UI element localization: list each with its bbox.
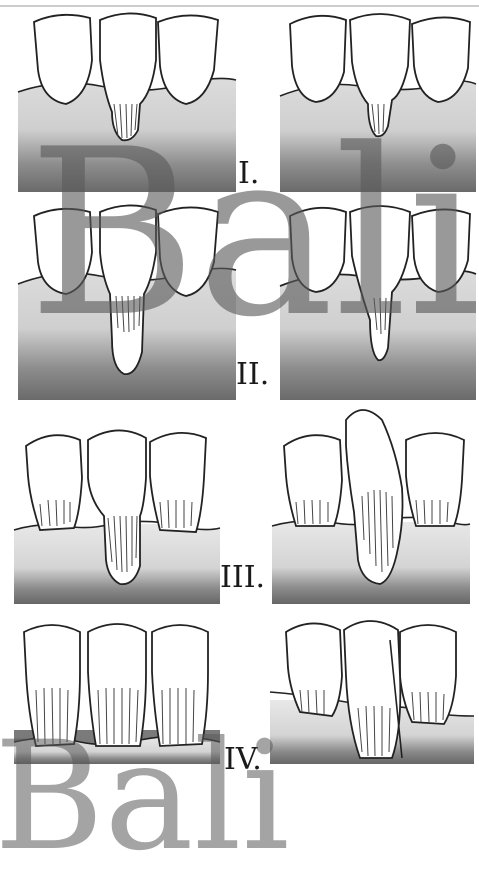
tooth bbox=[26, 435, 82, 530]
tooth bbox=[88, 624, 146, 746]
tooth bbox=[24, 625, 80, 746]
panel-class-II-left bbox=[18, 205, 236, 400]
panel-class-II-right bbox=[280, 206, 476, 400]
panel-class-IV-left bbox=[14, 624, 220, 764]
class-IV-label: IV. bbox=[224, 742, 262, 777]
tooth bbox=[150, 433, 206, 532]
panel-class-IV-right bbox=[270, 621, 474, 764]
tooth bbox=[152, 625, 208, 746]
panel-class-I-right bbox=[280, 14, 476, 192]
tooth bbox=[400, 625, 456, 724]
tooth bbox=[406, 433, 464, 526]
class-III-label: III. bbox=[220, 560, 265, 595]
panel-class-III-left bbox=[14, 430, 220, 604]
class-I-label: I. bbox=[238, 156, 259, 191]
panel-class-I-left bbox=[18, 13, 236, 192]
panel-class-III-right bbox=[272, 410, 470, 604]
class-II-label: II. bbox=[236, 357, 269, 392]
